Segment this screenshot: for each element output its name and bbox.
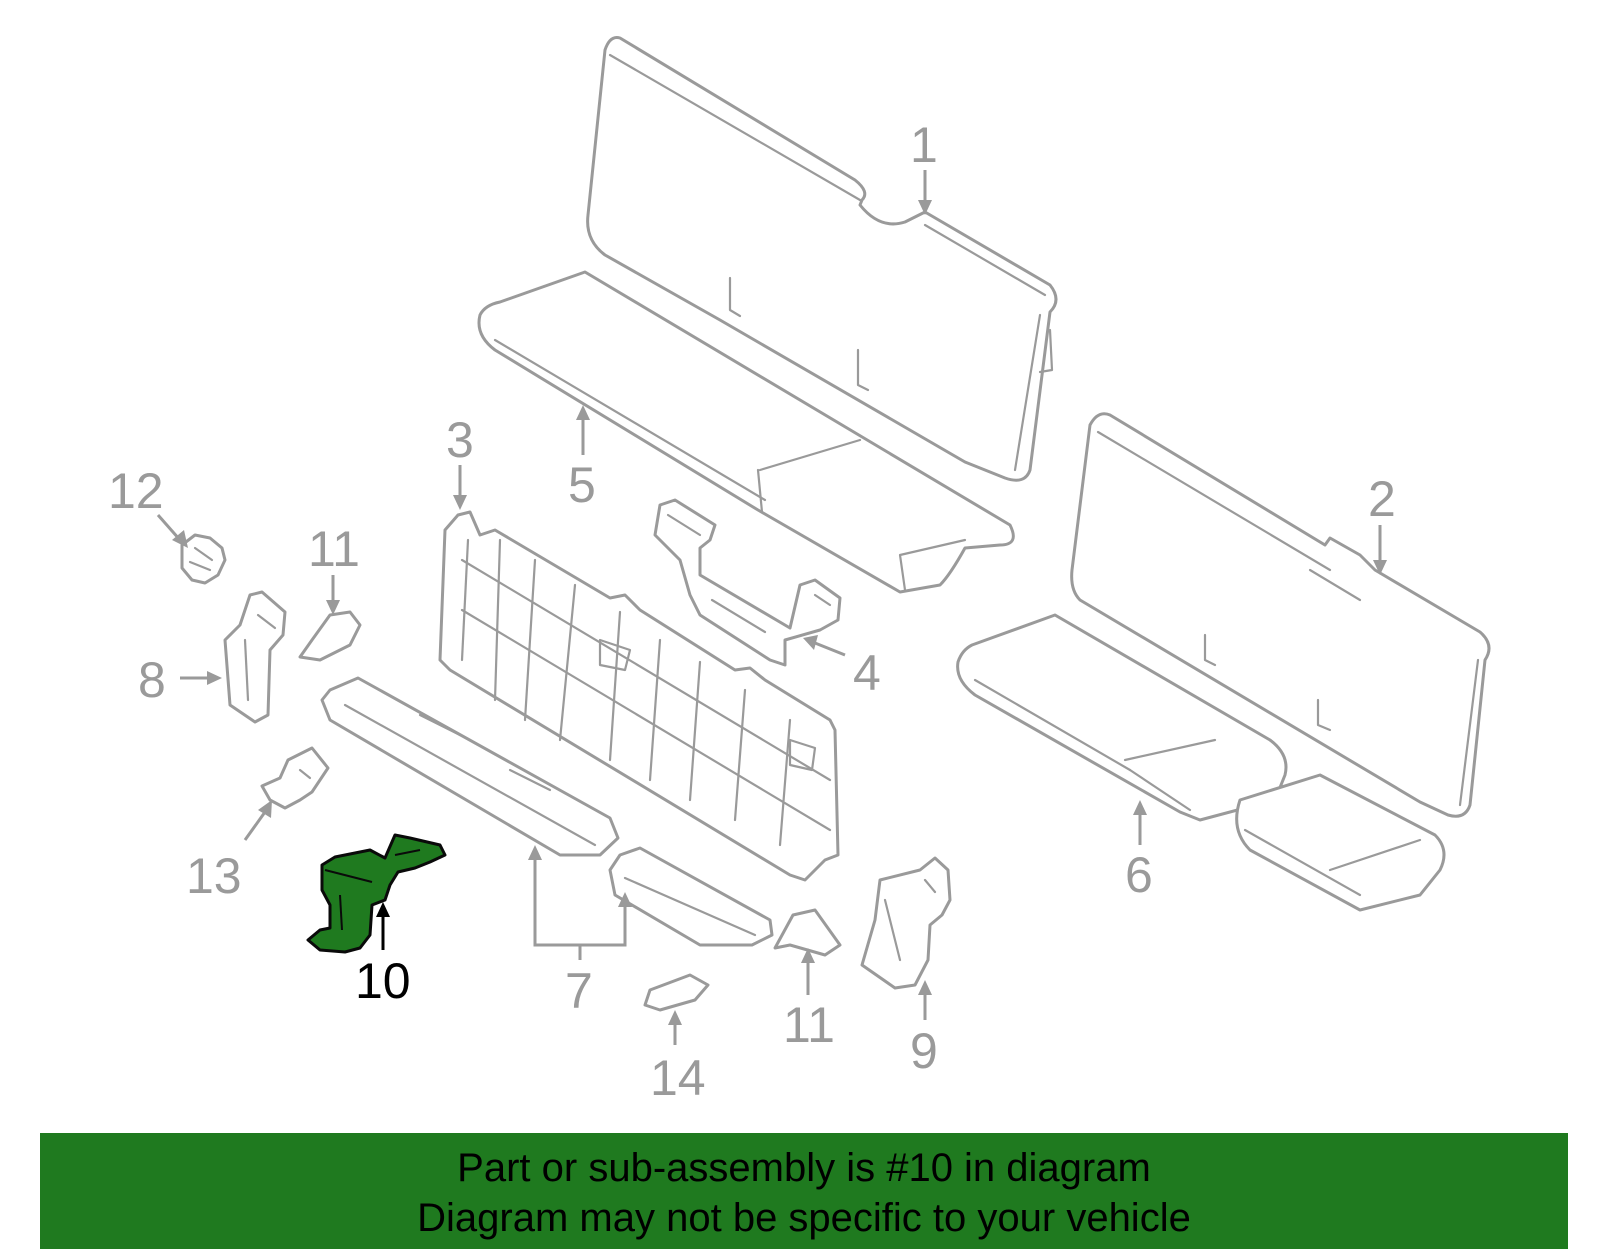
callout-8: 8	[138, 652, 222, 708]
part-11-clip-upper	[298, 610, 362, 662]
part-6-seat-cushion-right	[956, 613, 1446, 912]
part-1-seat-back	[586, 36, 1058, 482]
callout-9-label: 9	[910, 1023, 938, 1079]
callout-14-label: 14	[650, 1050, 706, 1106]
part-11-clip-lower	[773, 908, 842, 957]
part-7-seat-rails	[320, 676, 774, 947]
callout-7: 7	[528, 845, 632, 1019]
callout-1: 1	[910, 117, 938, 215]
callout-10-label: 10	[355, 953, 411, 1009]
part-5-seat-cushion	[477, 270, 1015, 594]
callout-7-label: 7	[565, 963, 593, 1019]
callout-12: 12	[108, 463, 188, 548]
part-3-seat-frame	[438, 510, 840, 882]
part-13-bracket	[260, 746, 330, 810]
part-4-bracket	[653, 498, 842, 667]
part-9-side-bracket	[860, 856, 952, 990]
callout-14: 14	[650, 1010, 706, 1106]
callout-3: 3	[446, 412, 474, 510]
callout-13-label: 13	[186, 848, 242, 904]
callout-10: 10	[355, 902, 411, 1009]
callout-6: 6	[1125, 800, 1153, 903]
callout-5: 5	[568, 405, 596, 513]
part-12-knob	[180, 533, 227, 585]
callout-11-upper: 11	[308, 521, 360, 615]
callout-8-label: 8	[138, 652, 166, 708]
callout-11-lower: 11	[783, 948, 835, 1053]
part-10-bracket-highlighted	[306, 833, 447, 954]
banner-line-disclaimer: Diagram may not be specific to your vehi…	[417, 1196, 1191, 1240]
part-8-side-bracket	[223, 590, 287, 724]
callout-4: 4	[803, 635, 881, 701]
part-2-seat-back-right	[1070, 412, 1491, 818]
callout-4-label: 4	[853, 645, 881, 701]
callout-1-label: 1	[910, 117, 938, 173]
callout-13: 13	[186, 800, 272, 904]
banner-line-part: Part or sub-assembly is #10 in diagram	[457, 1146, 1151, 1190]
callout-6-label: 6	[1125, 847, 1153, 903]
callout-11-lower-label: 11	[783, 997, 835, 1053]
callout-2-label: 2	[1368, 471, 1396, 527]
callout-2: 2	[1368, 471, 1396, 575]
callout-12-label: 12	[108, 463, 164, 519]
callout-3-label: 3	[446, 412, 474, 468]
callout-11-upper-label: 11	[308, 521, 360, 577]
part-14-cover	[643, 973, 710, 1012]
info-banner: Part or sub-assembly is #10 in diagram D…	[40, 1133, 1568, 1249]
callout-9: 9	[910, 980, 938, 1079]
callout-5-label: 5	[568, 457, 596, 513]
